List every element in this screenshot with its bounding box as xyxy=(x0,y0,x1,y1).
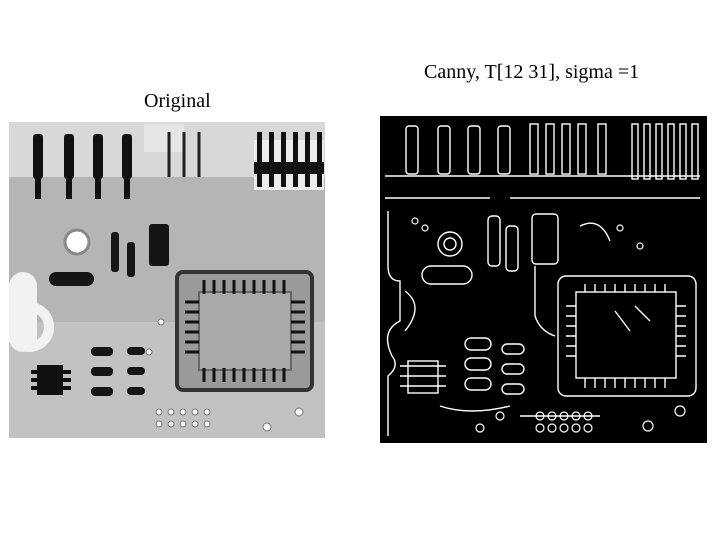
original-image-title: Original xyxy=(144,90,211,112)
original-xray-image xyxy=(9,122,325,438)
canny-edge-image xyxy=(380,116,707,443)
canny-image-title: Canny, T[12 31], sigma =1 xyxy=(424,61,640,83)
